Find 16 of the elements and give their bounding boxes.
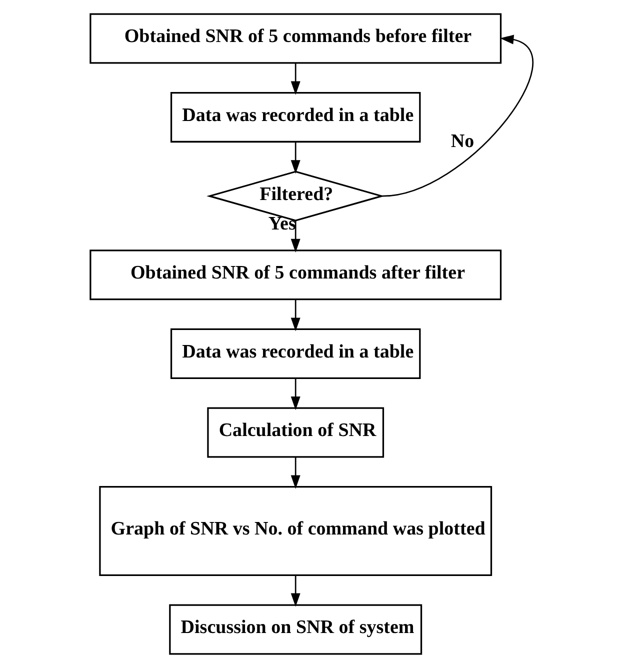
arrow xyxy=(290,575,300,607)
node-box: Data was recorded in a table xyxy=(170,328,421,379)
arrow xyxy=(290,378,300,410)
node-box: Obtained SNR of 5 commands before filter xyxy=(90,13,502,64)
node-box: Graph of SNR vs No. of command was plotted xyxy=(99,486,492,576)
arrow xyxy=(290,63,300,95)
node-box: Discussion on SNR of system xyxy=(169,604,422,655)
arrow xyxy=(382,34,533,197)
node-box: Obtained SNR of 5 commands after filter xyxy=(90,250,502,300)
arrow xyxy=(290,300,300,332)
arrow xyxy=(290,220,300,252)
arrow xyxy=(290,457,300,489)
edge-label: No xyxy=(450,131,474,152)
node-box: Data was recorded in a table xyxy=(170,92,421,143)
node-box: Calculation of SNR xyxy=(207,407,384,458)
arrow xyxy=(290,142,300,174)
